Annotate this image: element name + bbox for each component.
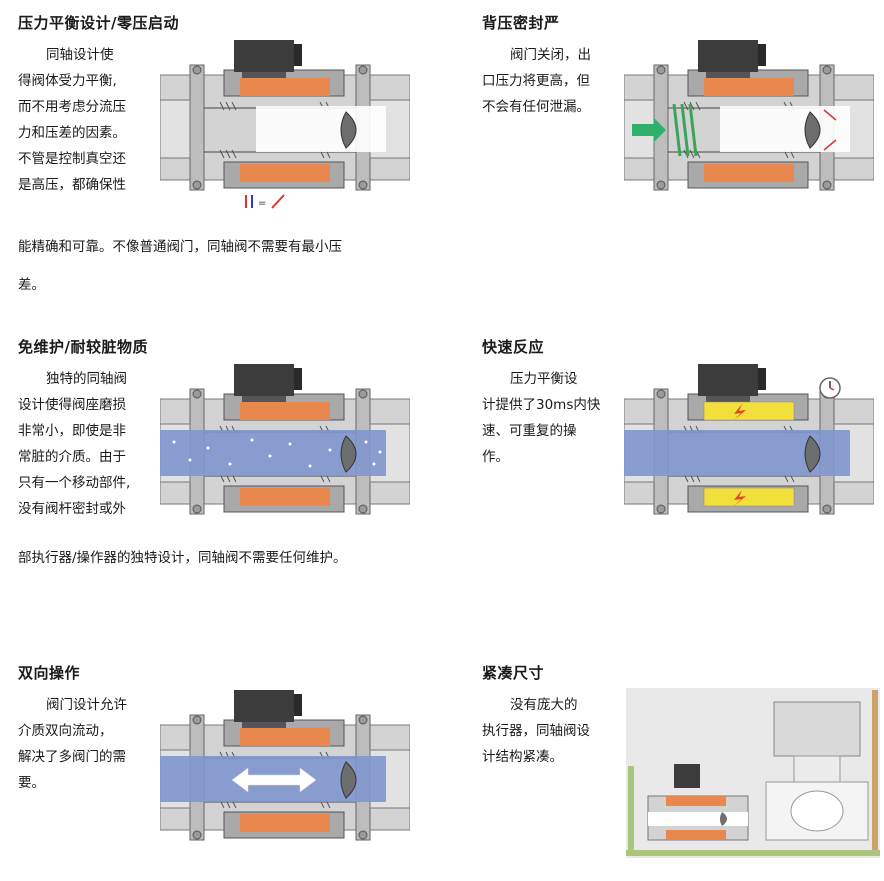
text-line: 同轴设计使	[46, 47, 114, 63]
text-line: 独特的同轴阀	[46, 371, 127, 387]
section-title-back-pressure: 背压密封严	[482, 14, 560, 32]
text-line: 口压力将更高，但	[482, 73, 590, 89]
text-line: 计结构紧凑。	[482, 749, 563, 765]
arrow-right-icon	[632, 118, 666, 142]
section-text-compact: 没有庞大的 执行器，同轴阀设 计结构紧凑。	[482, 692, 590, 770]
text-line: 阀门关闭，出	[510, 47, 591, 63]
section-title-bidirectional: 双向操作	[18, 664, 81, 682]
balance-symbol-icon: =	[245, 194, 285, 209]
section-text-pressure-balance: 同轴设计使 得阀体受力平衡, 而不用考虑分流压 力和压差的因素。 不管是控制真空…	[18, 42, 126, 198]
section-title-fast-response: 快速反应	[482, 338, 545, 356]
ruler-icon	[626, 850, 880, 856]
text-line: 常脏的介质。由于	[18, 449, 126, 465]
valve-cross-section-icon	[160, 364, 410, 515]
text-line: 得阀体受力平衡,	[18, 73, 117, 89]
text-line: 设计使得阀座磨损	[18, 397, 126, 413]
text-line: 压力平衡设	[510, 371, 578, 387]
section-title-compact: 紧凑尺寸	[482, 664, 545, 682]
valve-cross-section-icon	[160, 690, 410, 841]
valve-cross-section-icon	[624, 40, 874, 191]
section-text-pressure-balance-cont: 能精确和可靠。不像普通阀门，同轴阀不需要有最小压 差。	[18, 228, 342, 304]
section-text-back-pressure: 阀门关闭，出 口压力将更高，但 不会有任何泄漏。	[482, 42, 591, 120]
lightning-icon	[734, 404, 746, 420]
section-title-maintenance-free: 免维护/耐较脏物质	[18, 338, 148, 356]
text-line: 不会有任何泄漏。	[482, 99, 590, 115]
size-comparison-illustration	[626, 688, 880, 858]
text-line: 差。	[18, 277, 45, 293]
ruler-icon	[872, 690, 878, 850]
text-line: 阀门设计允许	[46, 697, 127, 713]
section-text-bidirectional: 阀门设计允许 介质双向流动， 解决了多阀门的需 要。	[18, 692, 127, 796]
text-line: 计提供了30ms内快	[482, 397, 601, 413]
text-line: 只有一个移动部件,	[18, 475, 131, 491]
section-text-maintenance-free-cont: 部执行器/操作器的独特设计，同轴阀不需要任何维护。	[18, 545, 347, 571]
particles-icon	[172, 438, 382, 468]
valve-cross-section-icon: =	[160, 40, 410, 209]
valve-cross-section-icon	[624, 364, 874, 515]
double-arrow-icon	[231, 767, 317, 793]
text-line: 而不用考虑分流压	[18, 99, 126, 115]
text-line: 是高压，都确保性	[18, 177, 126, 193]
text-line: 要。	[18, 775, 45, 791]
text-line: 不管是控制真空还	[18, 151, 126, 167]
text-line: 非常小，即使是非	[18, 423, 126, 439]
text-line: 没有阀杆密封或外	[18, 501, 126, 517]
spring-icon	[672, 103, 698, 157]
text-line: 能精确和可靠。不像普通阀门，同轴阀不需要有最小压	[18, 239, 342, 255]
lightning-icon	[734, 490, 746, 506]
svg-text:=: =	[258, 198, 266, 209]
clock-icon	[819, 377, 841, 399]
text-line: 介质双向流动，	[18, 723, 113, 739]
text-line: 作。	[482, 449, 509, 465]
text-line: 部执行器/操作器的独特设计，同轴阀不需要任何维护。	[18, 550, 347, 566]
text-line: 力和压差的因素。	[18, 125, 126, 141]
section-title-pressure-balance: 压力平衡设计/零压启动	[18, 14, 179, 32]
text-line: 解决了多阀门的需	[18, 749, 126, 765]
text-line: 速、可重复的操	[482, 423, 577, 439]
text-line: 没有庞大的	[510, 697, 578, 713]
ruler-icon	[628, 766, 634, 850]
section-text-maintenance-free: 独特的同轴阀 设计使得阀座磨损 非常小，即使是非 常脏的介质。由于 只有一个移动…	[18, 366, 130, 522]
text-line: 执行器，同轴阀设	[482, 723, 590, 739]
section-text-fast-response: 压力平衡设 计提供了30ms内快 速、可重复的操 作。	[482, 366, 600, 470]
